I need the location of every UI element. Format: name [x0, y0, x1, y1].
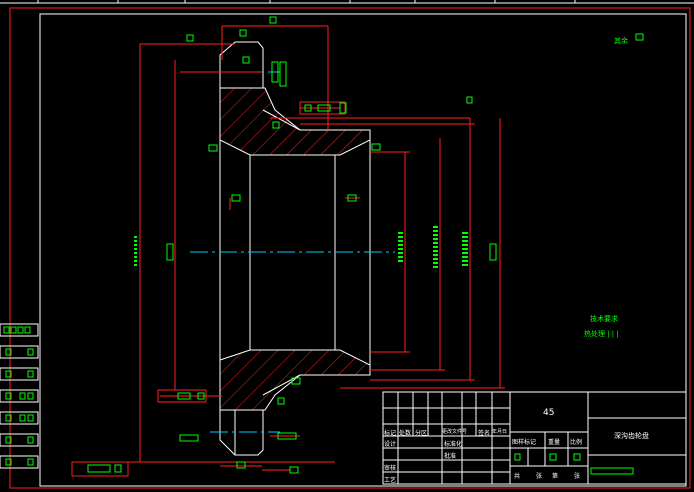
technical-requirements-line: 热处理 | | |: [584, 330, 619, 338]
tb-sheet-total: 共: [514, 473, 521, 480]
dimension-lines: [118, 25, 505, 471]
tb-weight: 重量: [548, 439, 561, 446]
tb-scale: 比例: [570, 439, 583, 446]
vertical-dim-text: [134, 226, 468, 268]
tb-sheet-unit2: 张: [574, 473, 581, 480]
tb-sheet-no: 第: [552, 473, 559, 480]
title-block-green: [514, 453, 634, 475]
upper-hatched-section: [219, 87, 371, 156]
left-side-table: [0, 323, 39, 469]
top-strip: [0, 0, 694, 4]
drawing-title: 深沟齿轮盘: [614, 432, 649, 440]
outer-border: [9, 7, 691, 489]
material-label: 45: [543, 408, 555, 418]
tb-standard: 标准化: [444, 441, 463, 448]
tb-review: 审核: [384, 465, 397, 472]
tb-stage-mark: 图样标记: [512, 439, 537, 446]
lower-hatched-section: [219, 349, 371, 411]
annotation-boxes: [71, 16, 644, 477]
tb-row-mark: 标记: [384, 430, 397, 437]
tb-row-file: 更改文件号: [442, 429, 468, 435]
tb-row-date: 年月日: [492, 429, 508, 435]
tb-row-sign: 签名: [478, 430, 491, 437]
tb-designer: 设计: [384, 441, 397, 448]
tb-row-zone: 分区: [415, 430, 428, 437]
tb-row-count: 处数: [399, 430, 412, 437]
gear-section[interactable]: [190, 41, 395, 456]
technical-requirements-title: 技术要求: [590, 315, 618, 323]
drawing-frame: [39, 13, 687, 487]
title-block: [382, 391, 687, 485]
tb-approve: 批准: [444, 453, 457, 460]
tb-sheet-unit1: 张: [536, 473, 543, 480]
remaining-note: 其余: [614, 37, 628, 45]
tb-process: 工艺: [384, 477, 397, 484]
